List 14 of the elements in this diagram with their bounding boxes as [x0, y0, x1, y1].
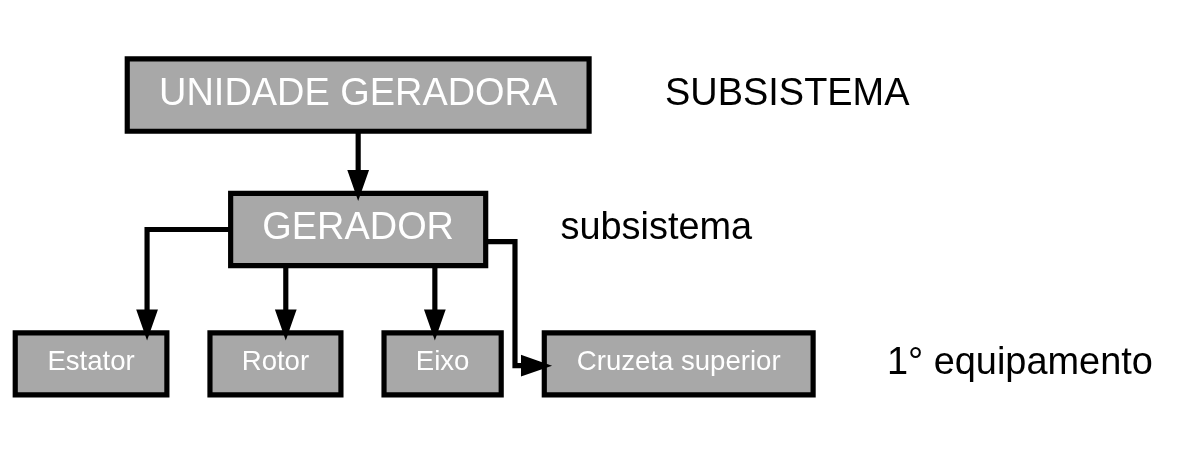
- arrow: [274, 265, 297, 340]
- node-box: Eixo: [381, 329, 504, 398]
- node-label: 1° equipamento: [886, 339, 1153, 382]
- arrow: [136, 226, 231, 341]
- arrow: [486, 238, 553, 377]
- arrow: [347, 131, 370, 201]
- node-label: SUBSISTEMA: [665, 70, 910, 113]
- arrow: [423, 265, 446, 340]
- node-box: UNIDADE GERADORA: [124, 55, 592, 134]
- node-box: Rotor: [207, 329, 344, 398]
- node-box: GERADOR: [228, 190, 489, 268]
- node-box: Cruzeta superior: [541, 329, 816, 398]
- node-box: Estator: [12, 329, 170, 398]
- node-label: subsistema: [560, 204, 753, 247]
